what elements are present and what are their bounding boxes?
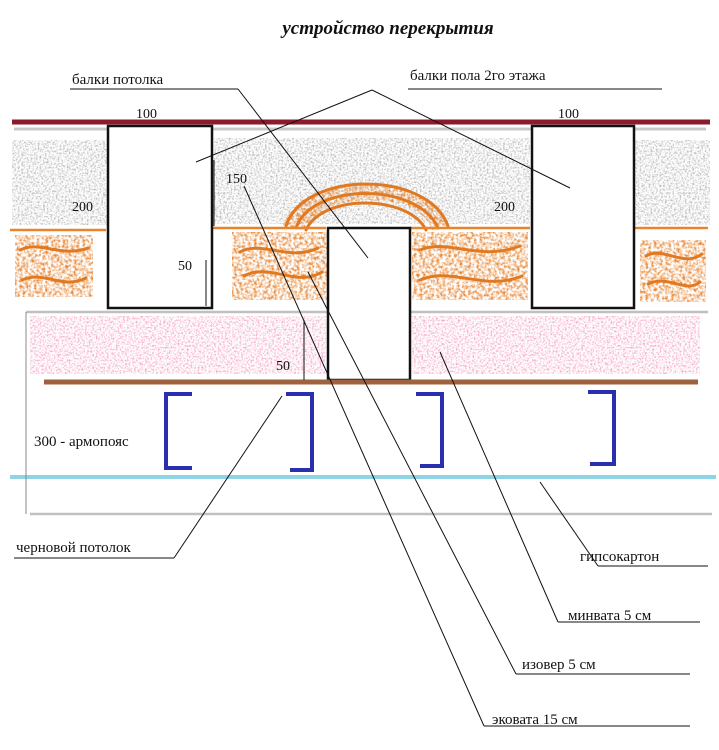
ecowool-fill-right [635,140,710,225]
label-drywall: гипсокартон [580,549,659,565]
dim-beam-width-right: 100 [558,107,579,122]
ecowool-fill-left [12,140,108,225]
minvata-fill-left [30,316,326,374]
label-ecowool: эковата 15 см [492,712,578,728]
label-rough-ceiling: черновой потолок [16,540,131,556]
drywall-profiles [164,390,616,472]
isover-fill-right [640,240,706,302]
dim-beam-height-left: 200 [72,200,93,215]
profile-1 [164,392,192,470]
leader-lines [14,88,708,727]
ecowool-fill-middle [214,138,530,224]
profile-4 [588,390,616,466]
label-armopoyas: 300 - армопояс [34,434,129,450]
ecowool-layer [12,138,710,225]
label-floor-beams: балки пола 2го этажа [410,68,546,84]
profile-2 [286,392,314,472]
floor-beam-left [106,124,214,310]
floor-beam-right [530,124,636,310]
dim-beam-height-right: 200 [494,200,515,215]
label-minvata: минвата 5 см [568,608,652,624]
diagram-title: устройство перекрытия [280,18,494,39]
label-ceiling-beams: балки потолка [72,72,164,88]
isover-top-lines [10,226,708,232]
dim-beam-width-left: 100 [136,107,157,122]
isover-fill-left [15,235,93,297]
dim-offset-lower: 50 [276,359,290,374]
isover-fill-middle-right [412,232,528,300]
profile-3 [416,392,444,468]
dim-ceiling-beam-height: 150 [226,172,247,187]
dim-offset-upper: 50 [178,259,192,274]
dimension-lines [205,160,305,380]
label-isover: изовер 5 см [522,657,596,673]
ceiling-beam [326,226,412,382]
minvata-fill-right [412,316,700,374]
minvata-layer [30,316,700,374]
isover-arch [282,183,450,230]
